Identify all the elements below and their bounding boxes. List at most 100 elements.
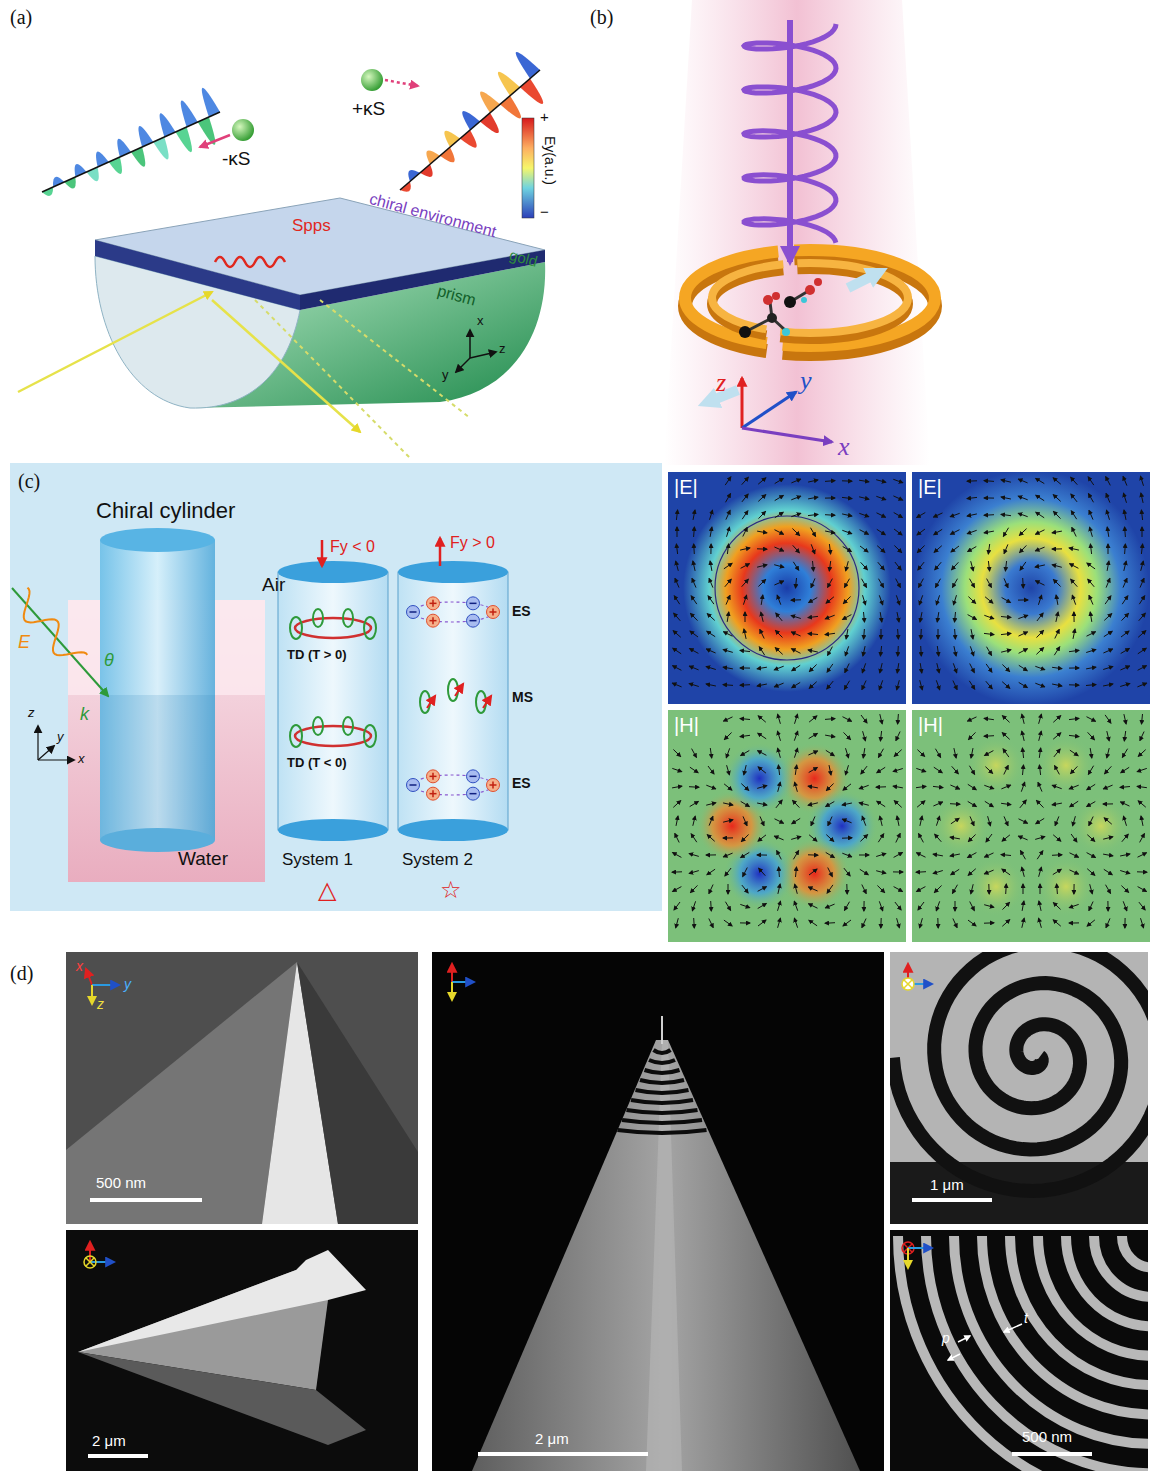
field-arrow bbox=[1120, 871, 1130, 874]
field-arrow bbox=[918, 902, 924, 910]
sem-image: tp500 nm bbox=[890, 1230, 1148, 1471]
moment-label: ES bbox=[512, 775, 531, 791]
field-arrow bbox=[953, 919, 957, 928]
field-arrow bbox=[971, 561, 974, 571]
field-arrow bbox=[1002, 716, 1009, 723]
field-arrow bbox=[897, 680, 900, 690]
groove-ridge bbox=[1122, 1236, 1152, 1268]
field-arrow bbox=[1087, 802, 1096, 807]
field-arrow bbox=[742, 579, 749, 586]
field-arrow bbox=[759, 511, 766, 518]
field-arrow bbox=[757, 854, 767, 855]
field-arrow bbox=[723, 837, 733, 838]
axis-label: x bbox=[78, 752, 85, 767]
field-arrow bbox=[950, 854, 960, 856]
field-arrow bbox=[808, 786, 818, 788]
groove bbox=[631, 1100, 693, 1103]
field-arrow bbox=[791, 599, 801, 600]
field-arrow bbox=[676, 544, 677, 554]
field-arrow bbox=[791, 837, 801, 840]
field-arrow bbox=[1053, 733, 1061, 739]
field-arrow bbox=[971, 884, 973, 894]
field-arrow bbox=[846, 629, 848, 639]
light-ray bbox=[320, 300, 470, 418]
force-label: Fy > 0 bbox=[450, 534, 495, 552]
field-arrow bbox=[1106, 578, 1110, 587]
field-arrow bbox=[825, 735, 835, 737]
field-arrow bbox=[951, 818, 959, 824]
field-lobe bbox=[462, 111, 480, 130]
field-arrow bbox=[808, 514, 818, 515]
field-arrow bbox=[1039, 731, 1042, 741]
field-arrow bbox=[723, 684, 733, 686]
scale-bar bbox=[912, 1198, 992, 1202]
moment-arrow bbox=[483, 696, 491, 708]
field-arrow bbox=[920, 663, 922, 673]
moment-label: MS bbox=[512, 689, 533, 705]
field-arrow bbox=[950, 837, 960, 839]
marker-symbol: △ bbox=[318, 876, 336, 904]
field-arrow bbox=[760, 630, 764, 639]
spiral bbox=[893, 942, 1152, 1191]
field-arrow bbox=[1137, 786, 1147, 787]
field-arrow bbox=[808, 634, 818, 635]
field-arrow bbox=[758, 716, 766, 722]
field-arrow bbox=[743, 868, 748, 877]
field-arrow bbox=[757, 565, 767, 567]
field-arrow bbox=[1073, 612, 1074, 622]
field-arrow bbox=[778, 765, 779, 775]
field-arrow bbox=[1001, 855, 1011, 856]
field-arrow bbox=[727, 527, 730, 537]
field-arrow bbox=[690, 649, 699, 654]
field-arrow bbox=[813, 561, 814, 571]
field-arrow bbox=[988, 561, 989, 571]
wavevector-label: -κS bbox=[222, 148, 251, 170]
field-map: |E| bbox=[912, 472, 1150, 704]
field-arrow bbox=[1087, 563, 1095, 569]
field-lobe bbox=[131, 147, 145, 167]
field-arrow bbox=[740, 735, 750, 736]
field-arrow bbox=[791, 479, 800, 483]
field-arrow bbox=[1105, 766, 1112, 773]
field-arrow bbox=[774, 581, 783, 585]
charge bbox=[467, 614, 480, 627]
field-arrow bbox=[1087, 853, 1096, 858]
charge-sign bbox=[432, 790, 434, 797]
groove-ridge bbox=[982, 1236, 1152, 1415]
field-arrow bbox=[1103, 649, 1112, 653]
field-arrow bbox=[920, 680, 923, 690]
axis-label: z bbox=[716, 368, 726, 398]
field-arrow bbox=[742, 494, 748, 502]
field-arrow bbox=[795, 765, 796, 775]
field-arrow bbox=[880, 731, 881, 741]
field-arrow bbox=[985, 853, 994, 857]
chiral-layer bbox=[95, 198, 545, 295]
field-arrow bbox=[985, 767, 992, 774]
field-arrow bbox=[1022, 578, 1024, 588]
field-arrow bbox=[774, 565, 784, 568]
field-arrow bbox=[1002, 598, 1011, 603]
field-arrow bbox=[706, 803, 716, 805]
field-arrow bbox=[758, 835, 766, 841]
field-lobe bbox=[931, 796, 991, 856]
groove-ridge bbox=[926, 1236, 1152, 1471]
field-arrow bbox=[1053, 869, 1061, 874]
field-arrow bbox=[843, 920, 851, 926]
field-arrow bbox=[1138, 750, 1145, 757]
field-arrow bbox=[1039, 867, 1042, 877]
axis-y bbox=[90, 1261, 114, 1263]
field-ring bbox=[669, 470, 905, 706]
field-arrow bbox=[1123, 476, 1127, 485]
field-arrow bbox=[757, 548, 767, 549]
field-arrow bbox=[968, 835, 975, 842]
field-arrow bbox=[1052, 803, 1062, 805]
field-arrow bbox=[793, 851, 798, 860]
axis-x bbox=[451, 964, 453, 982]
field-map: |H| bbox=[668, 710, 906, 942]
field-arrow bbox=[758, 920, 766, 926]
field-arrow bbox=[876, 496, 885, 499]
field-arrow bbox=[809, 904, 818, 908]
colorbar-tick: + bbox=[540, 108, 549, 125]
force-arrow bbox=[200, 135, 230, 147]
